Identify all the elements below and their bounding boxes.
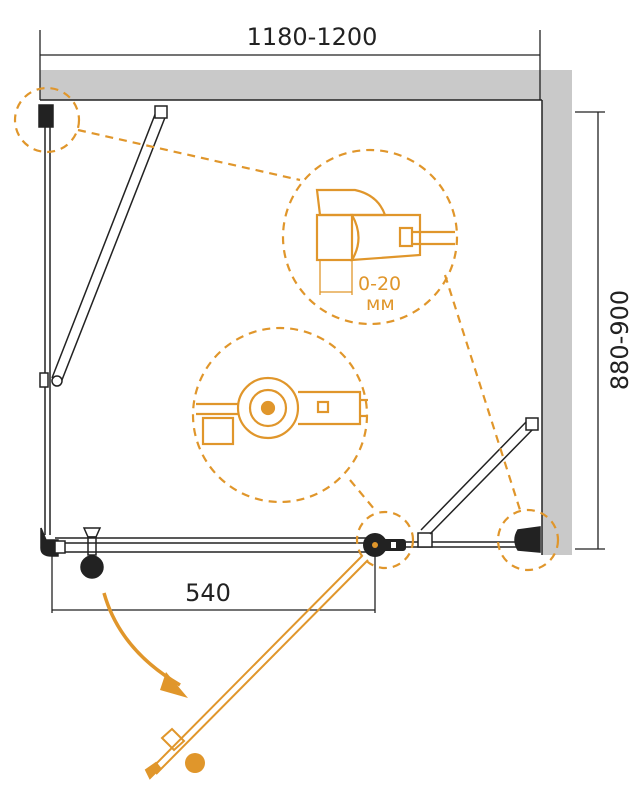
door-width-dimension xyxy=(51,555,376,613)
adjustment-unit: мм xyxy=(366,293,395,315)
right-wall xyxy=(542,70,572,555)
depth-label: 880-900 xyxy=(606,290,634,390)
hinge-detail-drawing xyxy=(196,376,368,446)
adjustment-value: 0-20 xyxy=(358,273,401,295)
depth-dimension xyxy=(575,111,605,550)
swing-arrow-icon xyxy=(102,592,188,698)
right-front-panel xyxy=(406,417,541,553)
door-width-label: 540 xyxy=(185,579,231,607)
left-side-panel xyxy=(38,104,59,557)
detail-callouts xyxy=(13,86,560,572)
profile-detail-drawing xyxy=(315,188,455,295)
top-wall xyxy=(40,70,572,100)
width-label: 1180-1200 xyxy=(247,23,378,51)
left-support-bar xyxy=(51,105,168,387)
door-hinge xyxy=(363,533,406,557)
door-open-position xyxy=(144,555,369,780)
front-door-closed xyxy=(54,527,372,579)
